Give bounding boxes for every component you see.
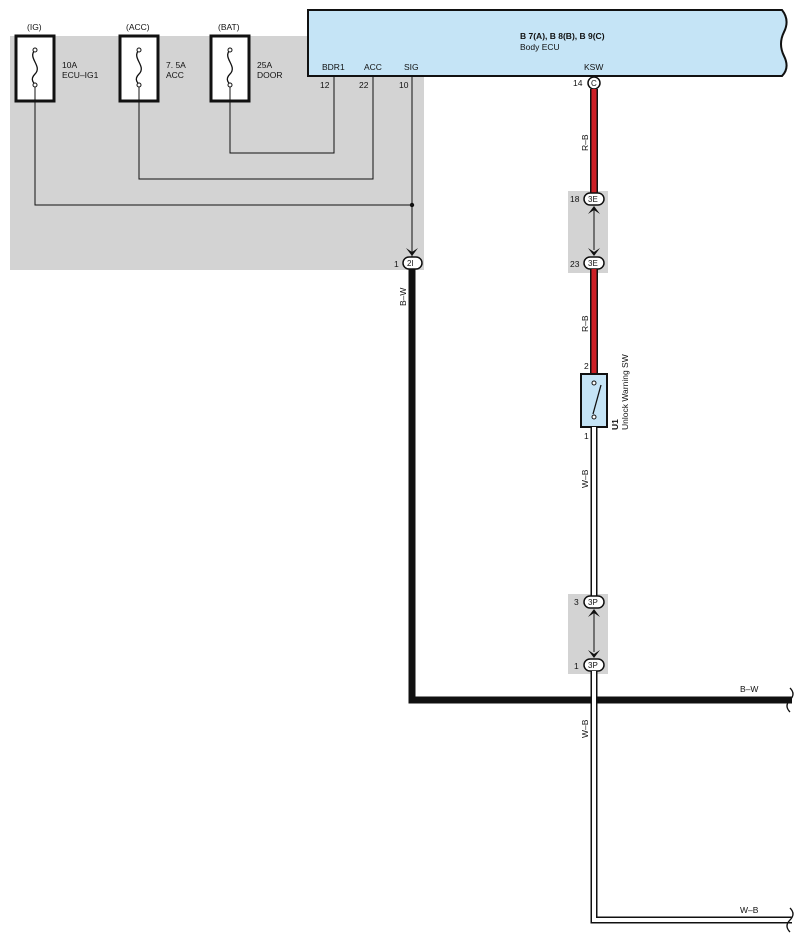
connector-arrow-icon: [406, 248, 418, 256]
connector-3e-top: [583, 192, 605, 206]
wire-label-r-b-lower: R–B: [580, 315, 590, 332]
wire-acc-to-acc: [138, 76, 374, 180]
connector-arrow-icon: [588, 248, 600, 256]
fuse-terminal-bottom-icon: [32, 82, 38, 88]
connector-3e-bottom-id: 3E: [588, 259, 598, 268]
switch-name: Unlock Warning SW: [620, 354, 630, 430]
connector-3p-bottom-pin: 1: [574, 661, 579, 671]
wire-ig1-to-sig: [34, 87, 412, 206]
switch-code: U1: [610, 419, 620, 430]
fuse-rating-7-5a: 7. 5A: [166, 60, 186, 70]
fuse-terminal-top-icon: [136, 47, 142, 53]
fuse-rating-25a: 25A: [257, 60, 272, 70]
wire-label-w-b-lower: W–B: [580, 719, 590, 738]
ecu-title: B 7(A), B 8(B), B 9(C): [520, 31, 605, 41]
wire-door-to-bdr1: [229, 76, 335, 154]
fuse-rating-10a: 10A: [62, 60, 77, 70]
fuse-terminal-bottom-icon: [227, 82, 233, 88]
ecu-connector-c-id: C: [591, 79, 597, 88]
fuse-source-bat: (BAT): [218, 22, 240, 32]
ecu-pin-label-sig: SIG: [404, 62, 419, 72]
switch-lever-icon: [592, 384, 602, 415]
switch-pin-bottom: 1: [584, 431, 589, 441]
connector-2i-id: 2I: [407, 259, 414, 268]
ecu-pin-number-10: 10: [399, 80, 409, 90]
wire-break-icon: [786, 687, 794, 713]
ecu-name: Body ECU: [520, 42, 560, 52]
wire-label-w-b-right: W–B: [740, 905, 759, 915]
ecu-pin-number-12: 12: [320, 80, 330, 90]
fuse-terminal-bottom-icon: [136, 82, 142, 88]
switch-contact-bottom-icon: [591, 414, 597, 420]
fuse-name-door: DOOR: [257, 70, 283, 80]
connector-3e-top-pin: 18: [570, 194, 580, 204]
switch-contact-top-icon: [591, 380, 597, 386]
connector-3e-top-id: 3E: [588, 195, 598, 204]
connector-3p-top-pin: 3: [574, 597, 579, 607]
ecu-pin-label-ksw: KSW: [584, 62, 603, 72]
wire-label-r-b-upper: R–B: [580, 134, 590, 151]
ecu-pin-number-14: 14: [573, 78, 583, 88]
wire-break-icon: [786, 907, 794, 933]
wire-b-w-core: [410, 269, 792, 702]
wire-label-b-w-right: B–W: [740, 684, 758, 694]
fuse-source-acc: (ACC): [126, 22, 150, 32]
wire-label-b-w-vertical: B–W: [398, 288, 408, 306]
ecu-pin-label-acc: ACC: [364, 62, 382, 72]
connector-2i-pin: 1: [394, 259, 399, 269]
junction-dot: [409, 202, 415, 208]
wire-label-w-b-upper: W–B: [580, 469, 590, 488]
switch-pin-top: 2: [584, 361, 589, 371]
connector-3e-bottom-pin: 23: [570, 259, 580, 269]
connector-arrow-icon: [588, 650, 600, 658]
connector-3p-top: [583, 595, 605, 609]
ecu-pin-number-22: 22: [359, 80, 369, 90]
body-ecu-box: [307, 9, 788, 77]
fuse-terminal-top-icon: [32, 47, 38, 53]
fuse-terminal-top-icon: [227, 47, 233, 53]
fuse-name-ecu-ig1: ECU–IG1: [62, 70, 99, 80]
connector-3p-bottom-id: 3P: [588, 661, 598, 670]
fuse-source-ig: (IG): [27, 22, 42, 32]
wire-w-b-lower-core: [592, 671, 792, 922]
wire-w-b-lower: [590, 671, 792, 924]
connector-3p-top-id: 3P: [588, 598, 598, 607]
ecu-pin-label-bdr1: BDR1: [322, 62, 345, 72]
fuse-name-acc: ACC: [166, 70, 184, 80]
